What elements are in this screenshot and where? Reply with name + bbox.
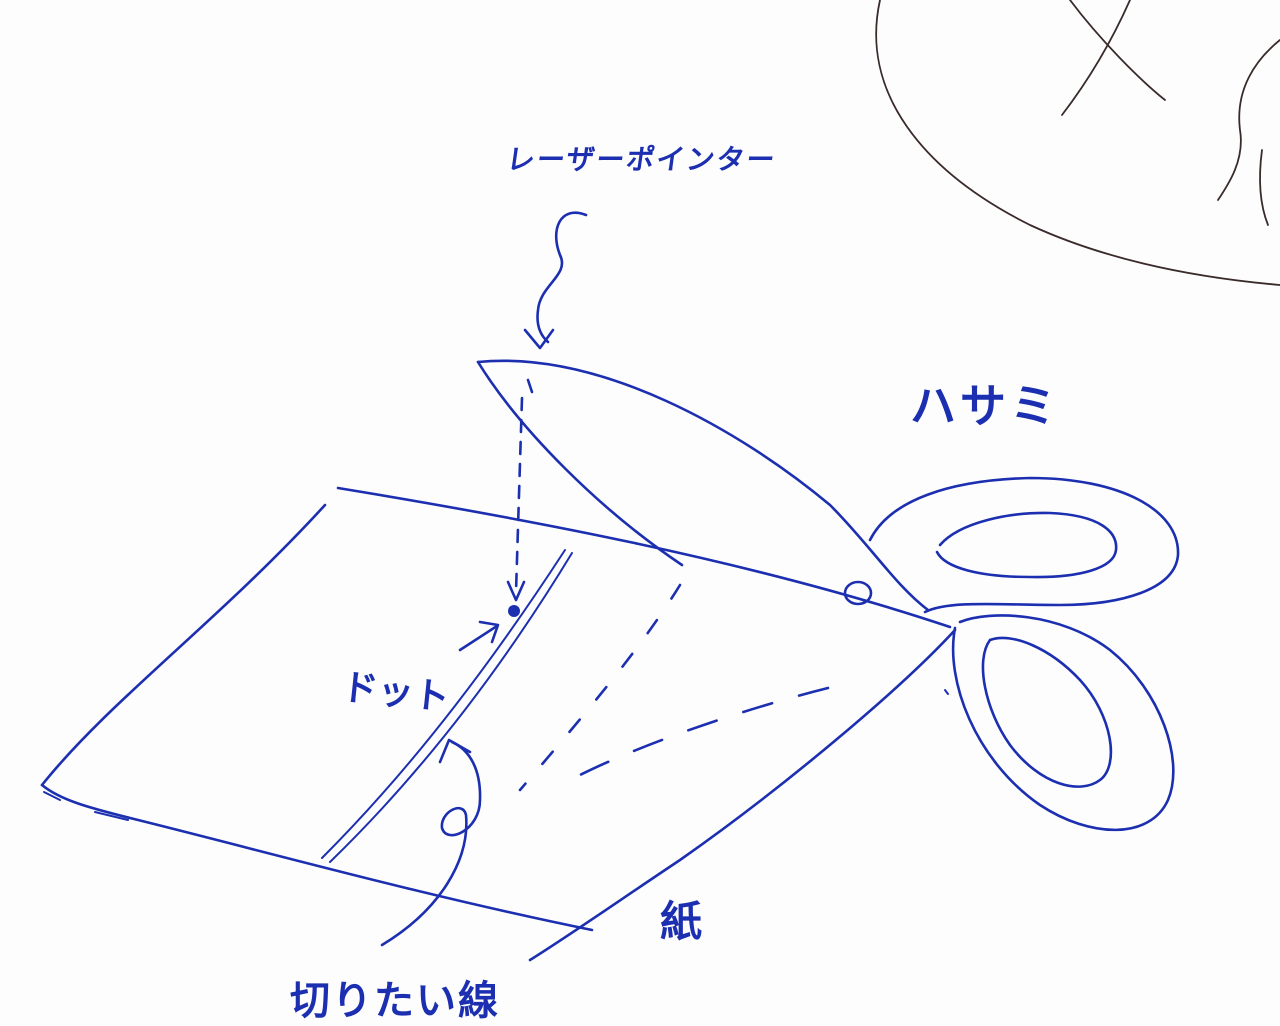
scissors-pivot bbox=[843, 580, 873, 606]
label-paper: 紙 bbox=[660, 897, 703, 946]
laser-source bbox=[526, 378, 534, 394]
scissors-upper-handle bbox=[868, 476, 1180, 614]
label-cut-line: 切りたい線 bbox=[290, 978, 500, 1024]
laser-beam-arrowhead bbox=[506, 580, 526, 602]
label-scissors: ハサミ bbox=[910, 379, 1060, 433]
cut-line bbox=[321, 549, 573, 863]
dot-arrowhead bbox=[478, 620, 500, 644]
laser-dot bbox=[508, 605, 520, 617]
label-laser-pointer: レーザーポインター bbox=[504, 143, 779, 176]
scissors-lower-handle bbox=[944, 614, 1175, 832]
dot-arrow bbox=[458, 624, 499, 652]
laser-label-arrowhead bbox=[523, 328, 555, 350]
laser-label-arrow bbox=[536, 211, 588, 344]
paper-sheet bbox=[40, 486, 957, 962]
laser-beam bbox=[514, 396, 524, 594]
label-dot: ドット bbox=[339, 666, 452, 720]
cut-line-arrowhead bbox=[438, 738, 472, 764]
pencil-scribble bbox=[875, 0, 1280, 286]
scissors-lower-blade-hidden bbox=[518, 583, 830, 792]
scissors-upper-blade bbox=[476, 359, 930, 612]
cut-line-arrow bbox=[380, 740, 482, 947]
